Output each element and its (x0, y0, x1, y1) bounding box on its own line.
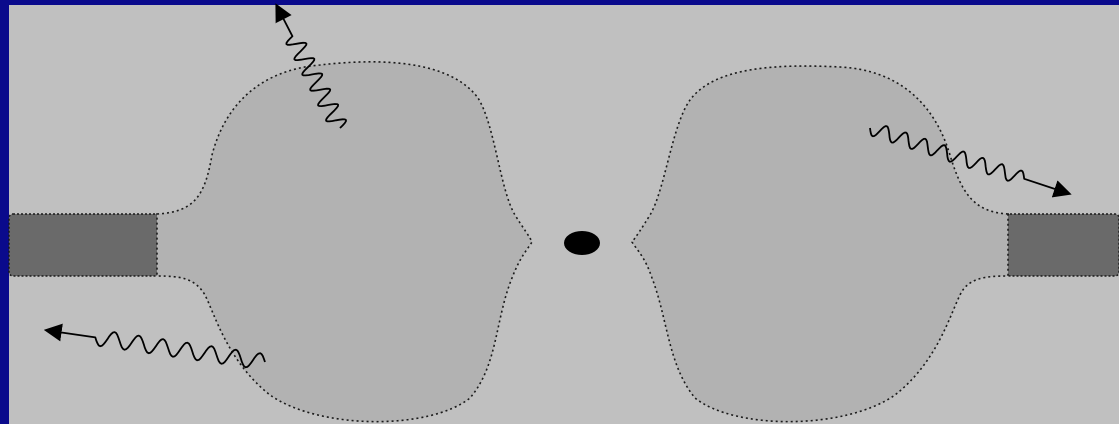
left-electrode (9, 214, 159, 276)
particle-dot-icon (564, 231, 600, 255)
right-electrode (1006, 214, 1119, 276)
